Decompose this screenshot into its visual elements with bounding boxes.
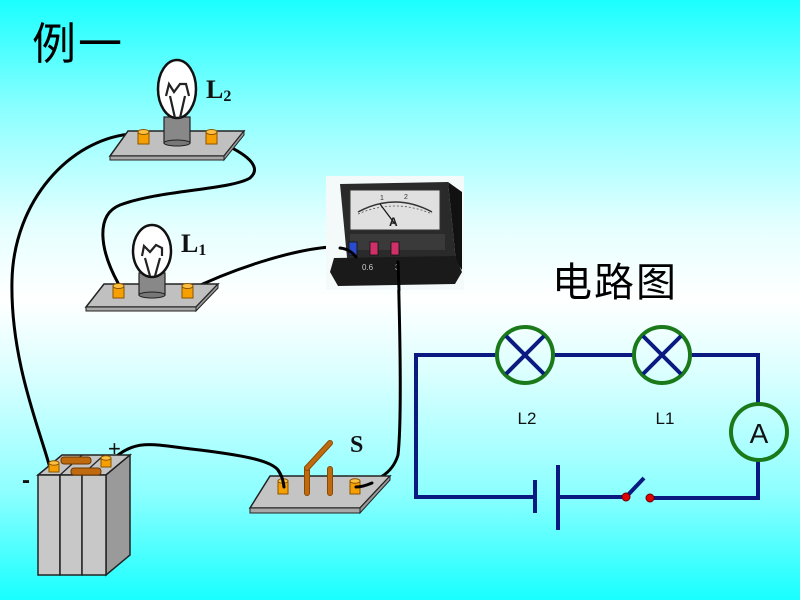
ammeter-06-terminal [369,241,379,256]
svg-text:2: 2 [404,194,408,201]
switch-label: S [350,432,363,458]
lamp-l2: L2 [108,58,246,162]
schematic-lamp-l2 [495,325,555,385]
lamp-l1: L1 [84,223,220,313]
schematic-wire-left [414,353,536,499]
schematic-wire-bottom-right [651,458,760,500]
wire-battery-to-l2 [10,132,132,470]
circuit-schematic: A L2 L1 [414,325,789,530]
schematic-lamp-l1 [632,325,692,385]
schematic-l1-label: L1 [656,409,675,428]
ammeter-device: 1 2 A 0.6 3 [326,176,464,290]
wire-battery-to-switch [116,443,285,488]
svg-text:0.6: 0.6 [362,263,374,272]
slide-title: 例一 [32,19,124,70]
schematic-ammeter: A [729,402,789,462]
svg-text:1: 1 [380,195,384,202]
ammeter-face-label: A [389,215,398,229]
switch-contact-right [645,493,655,503]
switch-device: S [248,432,392,515]
circuit-diagram-title: 电路图 [552,260,678,306]
switch-contact-left [621,492,631,502]
schematic-l2-label: L2 [518,409,537,428]
battery-plus-label: + [108,436,121,461]
lamp-l2-label: L2 [206,75,231,105]
schematic-wire-top-right [690,353,760,405]
battery: - + [22,436,133,577]
battery-minus-label: - [22,467,30,494]
lamp-l1-label: L1 [181,229,206,259]
schematic-ammeter-label: A [750,418,769,449]
wire-l2-to-l1 [101,137,256,285]
ammeter-3-terminal [390,241,400,256]
